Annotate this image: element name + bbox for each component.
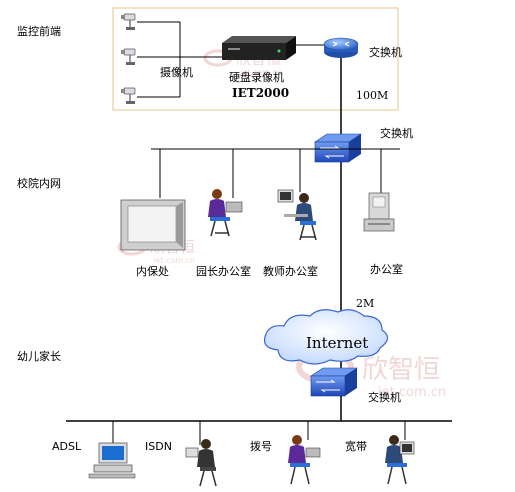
switch-mid-label: 交换机 [380,126,413,140]
person-at-computer-icon [385,435,415,485]
camera-icon [121,87,136,104]
internet-label: Internet [306,334,368,352]
link-wan-label: 2M [356,297,374,310]
parents-drops [112,421,406,445]
broadband-label: 宽带 [345,439,367,453]
teacher-office-label: 教师办公室 [263,264,318,278]
switch-icon [314,133,362,163]
office-label: 办公室 [370,262,403,276]
link-top-label: 100M [356,89,388,102]
watermark-brand: 欣智恒 [362,355,440,385]
security-office-label: 内保处 [136,264,169,278]
cloud-icon [263,309,389,365]
person-at-computer-icon [288,435,321,485]
watermark-domain: iet.com.cn [153,256,195,265]
person-at-computer-icon [208,189,243,237]
switch-bottom-label: 交换机 [368,390,401,404]
camera-icon [121,48,136,65]
camera-icon [121,13,136,30]
dvr-model-label: IET2000 [232,86,289,100]
person-at-computer-icon [277,189,317,241]
switch-icon [310,367,358,397]
adsl-label: ADSL [52,440,82,453]
router-icon [323,37,359,58]
campus-lan-bus [151,148,400,198]
section-campus-label: 校院内网 [17,176,61,190]
parents-bus [66,396,452,422]
person-at-computer-icon [185,439,217,487]
principal-office-label: 园长办公室 [196,264,251,278]
watermark-bottom: 欣智恒 iet.com.cn [296,350,446,400]
switch-top-label: 交换机 [369,45,402,59]
front-end-box [112,7,399,111]
terminal-icon [363,192,395,232]
section-front-label: 监控前端 [17,24,61,38]
section-parents-label: 幼儿家长 [17,349,61,363]
dialup-label: 拨号 [250,439,272,453]
dvr-icon [222,36,296,60]
watermark-domain: iet.com.cn [378,385,446,400]
monitor-icon [120,199,186,251]
dvr-label: 硬盘录像机 [229,70,284,84]
desktop-computer-icon [88,442,136,479]
watermark-domain: iet.com.cn [240,68,282,77]
isdn-label: ISDN [145,440,172,453]
camera-label: 摄像机 [160,65,193,79]
